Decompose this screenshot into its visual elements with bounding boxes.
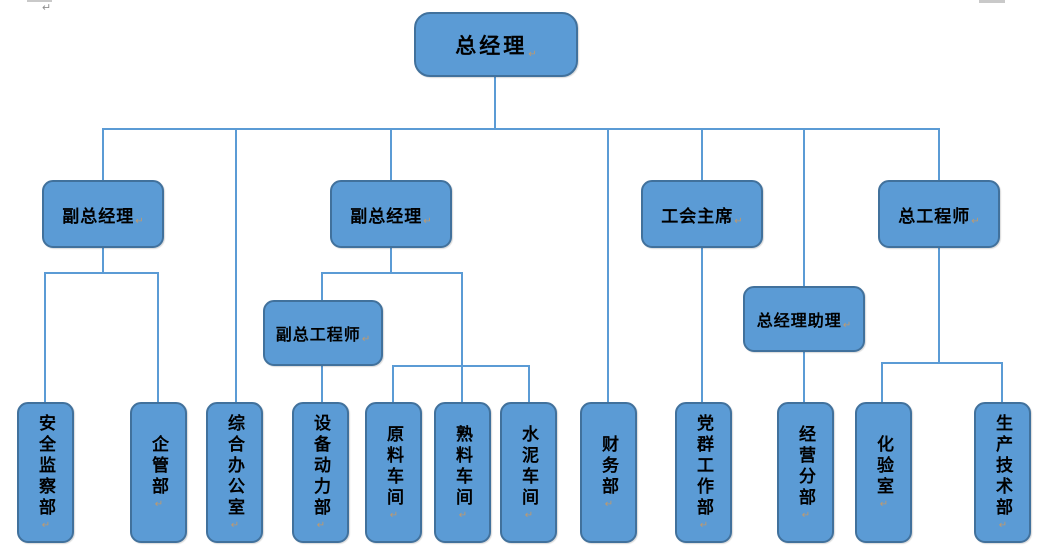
org-node-deputy-gm-2[interactable]: 副总经理 ↵ (330, 180, 452, 248)
org-node-label: 化验室 (874, 435, 893, 498)
paragraph-mark-icon: ↵ (153, 499, 165, 510)
org-node-label: 综合办公室 (225, 414, 244, 519)
org-node-gm-assistant[interactable]: 总经理助理 ↵ (743, 286, 865, 352)
connector-line (701, 128, 703, 180)
org-node-label: 财务部 (599, 435, 618, 498)
org-node-clinker-workshop[interactable]: 熟料车间 ↵ (434, 402, 491, 543)
org-node-enterprise-mgmt-dept[interactable]: 企管部 ↵ (130, 402, 187, 543)
paragraph-mark-icon: ↵ (457, 509, 469, 521)
org-node-deputy-chief-engineer[interactable]: 副总工程师 ↵ (263, 300, 383, 366)
connector-line (102, 128, 940, 130)
org-node-party-mass-work-dept[interactable]: 党群工作部 ↵ (675, 402, 732, 543)
paragraph-mark-icon: ↵ (42, 2, 52, 14)
connector-line (44, 272, 46, 402)
connector-line (157, 272, 159, 402)
org-node-laboratory[interactable]: 化验室 ↵ (855, 402, 912, 543)
connector-line (461, 272, 463, 402)
paragraph-mark-icon: ↵ (734, 215, 743, 227)
paragraph-mark-icon: ↵ (135, 215, 144, 227)
connector-line (102, 128, 104, 180)
paragraph-mark-icon: ↵ (523, 509, 535, 521)
connector-line (881, 362, 883, 402)
org-node-label: 总经理助理 (756, 313, 842, 330)
connector-line (528, 365, 530, 402)
paragraph-mark-icon: ↵ (800, 509, 812, 521)
org-node-equipment-power-dept[interactable]: 设备动力部 ↵ (292, 402, 349, 543)
connector-line (701, 248, 703, 402)
org-node-label: 工会主席 (661, 206, 734, 226)
connector-line (235, 128, 237, 402)
connector-line (390, 248, 392, 273)
org-node-label: 设备动力部 (311, 414, 330, 519)
paragraph-mark-icon: ↵ (842, 320, 852, 331)
org-node-operations-branch[interactable]: 经营分部 ↵ (777, 402, 834, 543)
paragraph-mark-icon: ↵ (528, 48, 537, 60)
connector-line (1001, 362, 1003, 402)
paragraph-mark-icon: ↵ (388, 509, 400, 521)
org-node-production-tech-dept[interactable]: 生产技术部 ↵ (974, 402, 1031, 543)
org-node-label: 水泥车间 (519, 424, 538, 509)
connector-line (803, 128, 805, 286)
connector-line (938, 248, 940, 364)
connector-line (938, 128, 940, 180)
paragraph-mark-icon: ↵ (423, 215, 432, 227)
org-node-label: 副总经理 (62, 206, 135, 226)
paragraph-mark-icon: ↵ (315, 520, 327, 531)
connector-line (881, 362, 1003, 364)
connector-line (392, 365, 394, 402)
connector-line (803, 352, 805, 402)
org-node-label: 原料车间 (384, 424, 403, 509)
connector-line (494, 77, 496, 130)
org-node-label: 副总工程师 (275, 327, 361, 344)
org-node-label: 生产技术部 (993, 414, 1012, 519)
org-node-deputy-gm-1[interactable]: 副总经理 ↵ (42, 180, 164, 248)
org-node-safety-supervision-dept[interactable]: 安全监察部 ↵ (17, 402, 74, 543)
org-node-label: 安全监察部 (36, 414, 55, 519)
connector-line (44, 272, 159, 274)
org-node-label: 企管部 (149, 435, 168, 498)
paragraph-mark-icon: ↵ (40, 520, 52, 531)
paragraph-mark-icon: ↵ (878, 499, 890, 510)
connector-line (321, 272, 323, 300)
org-node-label: 总经理 (455, 34, 528, 58)
paragraph-mark-icon: ↵ (361, 334, 371, 345)
connector-line (102, 248, 104, 273)
org-node-label: 熟料车间 (453, 424, 472, 509)
connector-line (392, 365, 530, 367)
page-edge-mark (979, 0, 1005, 3)
org-node-label: 经营分部 (796, 424, 815, 509)
page-edge-mark (27, 0, 52, 2)
org-node-general-manager[interactable]: 总经理 ↵ (414, 12, 578, 77)
paragraph-mark-icon: ↵ (229, 520, 241, 531)
org-node-chief-engineer[interactable]: 总工程师 ↵ (878, 180, 1000, 248)
paragraph-mark-icon: ↵ (997, 520, 1009, 531)
org-node-label: 总工程师 (898, 206, 971, 226)
connector-line (321, 272, 463, 274)
paragraph-mark-icon: ↵ (971, 215, 980, 227)
org-node-union-chairman[interactable]: 工会主席 ↵ (641, 180, 763, 248)
connector-line (390, 128, 392, 180)
org-node-finance-dept[interactable]: 财务部 ↵ (580, 402, 637, 543)
connector-line (607, 128, 609, 402)
org-node-general-office[interactable]: 综合办公室 ↵ (206, 402, 263, 543)
org-node-cement-workshop[interactable]: 水泥车间 ↵ (500, 402, 557, 543)
paragraph-mark-icon: ↵ (698, 520, 710, 531)
org-node-label: 党群工作部 (694, 414, 713, 519)
connector-line (321, 366, 323, 402)
org-node-raw-material-workshop[interactable]: 原料车间 ↵ (365, 402, 422, 543)
org-node-label: 副总经理 (350, 206, 423, 226)
paragraph-mark-icon: ↵ (603, 499, 615, 510)
